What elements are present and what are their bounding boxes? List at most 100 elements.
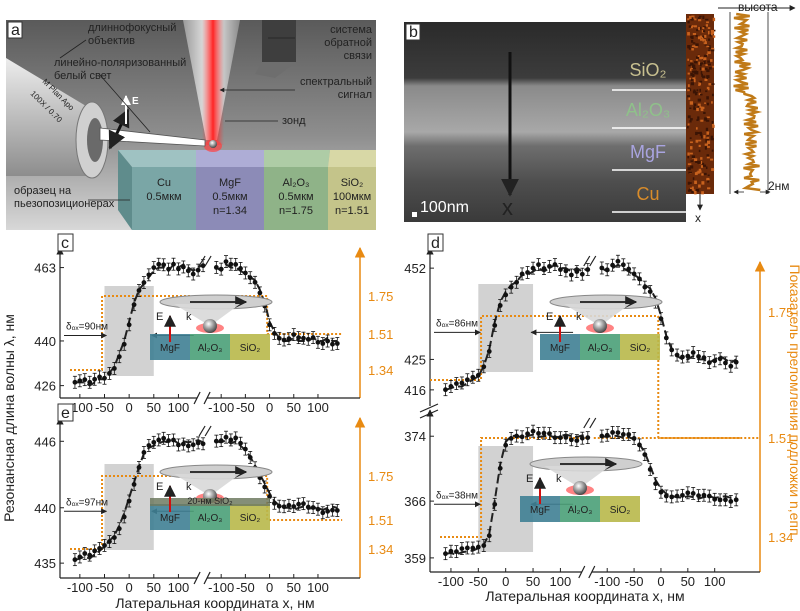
data-point xyxy=(315,339,321,345)
data-point xyxy=(637,276,642,282)
inset-top-layer xyxy=(150,498,270,506)
afm-speck xyxy=(690,72,693,76)
data-point xyxy=(620,262,626,268)
data-point xyxy=(305,504,311,510)
data-point xyxy=(267,322,272,328)
afm-speck xyxy=(695,127,698,130)
panel-label-box xyxy=(57,403,74,422)
afm-speck xyxy=(691,39,694,43)
x-tick-label: 100 xyxy=(307,580,329,595)
x-tick-label: -100 xyxy=(208,580,234,595)
data-point xyxy=(195,440,201,446)
afm-speck xyxy=(706,177,710,180)
x-tick-label: -100 xyxy=(438,574,464,589)
data-point xyxy=(176,266,181,272)
afm-speck xyxy=(696,29,700,32)
light-label: линейно-поляризованный xyxy=(54,57,186,69)
axis-break xyxy=(203,571,211,585)
layer-name: Cu xyxy=(157,177,171,189)
fit-curve xyxy=(445,263,589,391)
afm-speck xyxy=(691,35,694,40)
data-point xyxy=(185,268,191,274)
afm-speck xyxy=(701,106,705,109)
data-point xyxy=(161,435,167,441)
x-tick-label: -100 xyxy=(594,574,620,589)
data-point xyxy=(519,434,525,440)
afm-speck xyxy=(698,26,700,31)
afm-speck xyxy=(691,25,694,27)
data-point xyxy=(291,332,297,338)
panel-label-c: c xyxy=(61,235,69,252)
afm-speck xyxy=(707,27,711,29)
afm-speck xyxy=(690,17,694,21)
right-y-axis-label: Показатель преломления подложки n,епп xyxy=(787,264,800,535)
data-point xyxy=(77,554,83,560)
data-point xyxy=(604,432,610,438)
data-point xyxy=(330,507,335,513)
x-tick-label: 0 xyxy=(126,400,133,415)
data-point xyxy=(87,379,93,385)
data-point xyxy=(733,359,739,365)
x-tick-label: -50 xyxy=(469,574,488,589)
x-tick-label: 50 xyxy=(147,580,161,595)
data-point xyxy=(563,268,569,274)
data-point xyxy=(723,497,728,503)
afm-speck xyxy=(701,35,704,38)
x-tick-label: -50 xyxy=(95,580,114,595)
data-point xyxy=(141,280,147,285)
data-point xyxy=(486,533,492,539)
afm-speck xyxy=(695,71,699,75)
afm-speck xyxy=(708,49,710,53)
afm-speck xyxy=(703,54,708,58)
data-point xyxy=(146,443,152,448)
afm-speck xyxy=(706,69,710,73)
afm-speck xyxy=(688,15,692,19)
data-point xyxy=(200,441,206,447)
afm-speck xyxy=(712,17,716,22)
data-point xyxy=(647,289,653,294)
data-point xyxy=(470,545,476,551)
afm-speck xyxy=(688,182,692,184)
afm-speck xyxy=(712,65,714,68)
afm-speck xyxy=(701,191,704,195)
data-point xyxy=(262,484,268,490)
data-point xyxy=(116,526,122,532)
data-point xyxy=(223,259,229,265)
n-tick-label: 1.75 xyxy=(368,289,393,304)
data-point xyxy=(330,341,335,347)
afm-speck xyxy=(700,38,704,41)
afm-speck xyxy=(708,83,712,86)
afm-speck xyxy=(688,97,691,100)
axis-break xyxy=(193,391,201,405)
data-point xyxy=(107,539,112,544)
fit-curve xyxy=(215,263,338,342)
afm-speck xyxy=(693,25,697,28)
data-point xyxy=(690,491,696,496)
afm-speck xyxy=(704,146,707,150)
afm-speck xyxy=(699,57,702,60)
afm-speck xyxy=(698,93,701,96)
afm-speck xyxy=(711,48,715,52)
afm-speck xyxy=(706,137,710,139)
probe-label: зонд xyxy=(282,115,306,127)
layer-labels: Cu0.5мкмMgF0.5мкмn=1.34Al₂O₃0.5мкмn=1.75… xyxy=(146,177,371,217)
afm-speck xyxy=(692,74,695,78)
afm-speck xyxy=(705,139,709,143)
layer-index: n=1.75 xyxy=(279,205,313,217)
data-point xyxy=(325,508,331,514)
afm-speck xyxy=(705,24,709,27)
x-tick-label: 50 xyxy=(147,400,161,415)
afm-speck xyxy=(699,88,701,92)
data-point xyxy=(281,337,287,343)
data-point xyxy=(536,431,541,436)
data-point xyxy=(291,504,297,509)
afm-speck xyxy=(712,35,716,38)
sample-label: образец на xyxy=(14,185,72,197)
data-point xyxy=(610,429,615,435)
data-point xyxy=(552,435,558,441)
afm-speck xyxy=(698,15,702,18)
data-point xyxy=(320,510,326,516)
data-point xyxy=(568,272,574,278)
x-tick-label: 50 xyxy=(681,574,695,589)
